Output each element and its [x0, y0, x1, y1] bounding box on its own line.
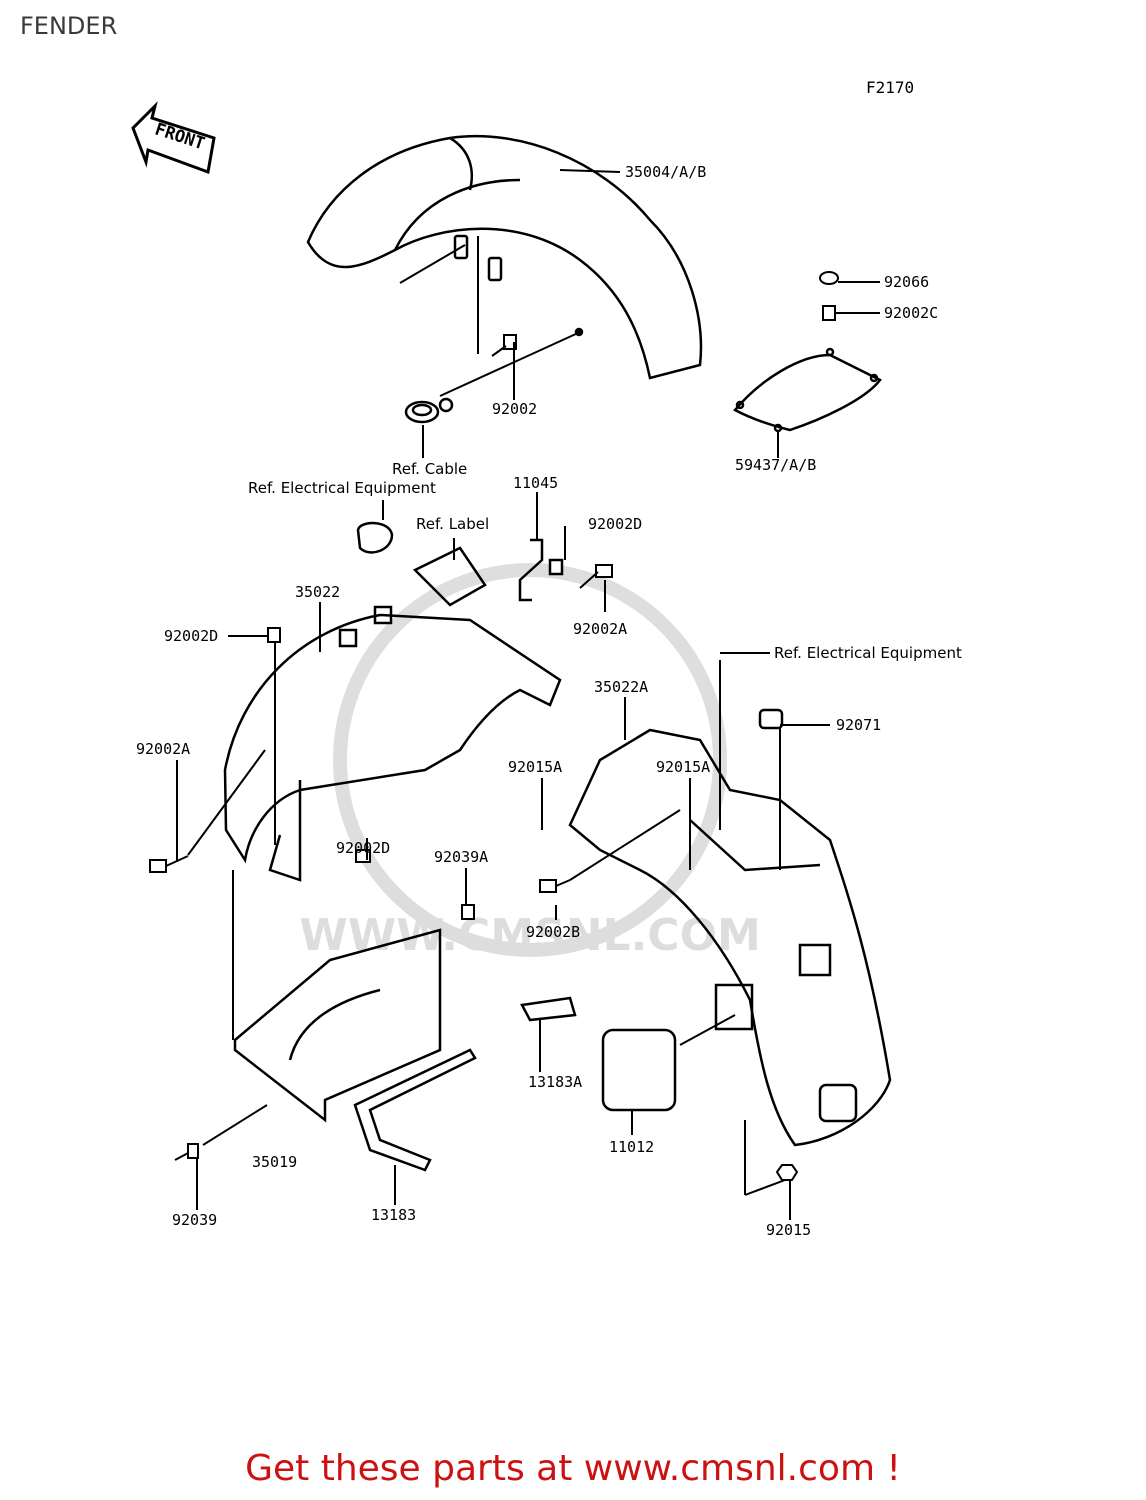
inner-fender-35019-part [233, 928, 577, 1172]
cable-grommet-icon [404, 397, 454, 424]
label-92002D-bottom: 92002D [336, 839, 390, 857]
front-arrow-icon: FRONT [131, 101, 216, 175]
label-13183A: 13183A [528, 1073, 582, 1091]
page-title: FENDER [20, 12, 118, 40]
label-92039: 92039 [172, 1211, 217, 1229]
label-92071: 92071 [836, 716, 881, 734]
clamp-icon [356, 521, 487, 607]
figure-id: F2170 [866, 78, 914, 97]
label-59437: 59437/A/B [735, 456, 816, 474]
promo-footer-link[interactable]: Get these parts at www.cmsnl.com ! [245, 1448, 901, 1489]
label-92002B: 92002B [526, 923, 580, 941]
label-92002D-left: 92002D [164, 627, 218, 645]
label-ref-electrical-2: Ref. Electrical Equipment [774, 644, 962, 662]
label-35004: 35004/A/B [625, 163, 706, 181]
rear-fender-35022A-part [568, 708, 892, 1147]
bolt-icon [149, 564, 613, 1161]
label-11012: 11012 [609, 1138, 654, 1156]
label-35022A: 35022A [594, 678, 648, 696]
label-35019: 35019 [252, 1153, 297, 1171]
label-92039A: 92039A [434, 848, 488, 866]
label-92002D-top: 92002D [588, 515, 642, 533]
label-92002A-right: 92002A [573, 620, 627, 638]
fender-mount-bolt-icon [491, 334, 517, 357]
nut-92015-icon [775, 1164, 799, 1181]
label-13183: 13183 [371, 1206, 416, 1224]
label-92002: 92002 [492, 400, 537, 418]
reflector-11012-part [601, 983, 754, 1112]
label-35022: 35022 [295, 583, 340, 601]
leader-lines [176, 169, 880, 1220]
label-11045: 11045 [513, 474, 558, 492]
part-labels: 35004/A/B 92066 92002C 92002 59437/A/B R… [136, 163, 962, 1239]
bracket-11045-part [518, 538, 564, 602]
label-92015A-1: 92015A [508, 758, 562, 776]
svg-text:WWW.CMSNL.COM: WWW.CMSNL.COM [299, 910, 761, 961]
label-ref-electrical-1: Ref. Electrical Equipment [248, 479, 436, 497]
label-92066: 92066 [884, 273, 929, 291]
cover-59437-part [733, 347, 882, 433]
label-ref-cable: Ref. Cable [392, 460, 467, 478]
front-fender-part [306, 134, 703, 380]
rear-fender-front-35022-part [223, 605, 562, 882]
label-ref-label: Ref. Label [416, 515, 489, 533]
label-92015A-2: 92015A [656, 758, 710, 776]
label-92015: 92015 [766, 1221, 811, 1239]
label-92002C: 92002C [884, 304, 938, 322]
cap-nut-icon [819, 271, 839, 321]
label-92002A-left: 92002A [136, 740, 190, 758]
